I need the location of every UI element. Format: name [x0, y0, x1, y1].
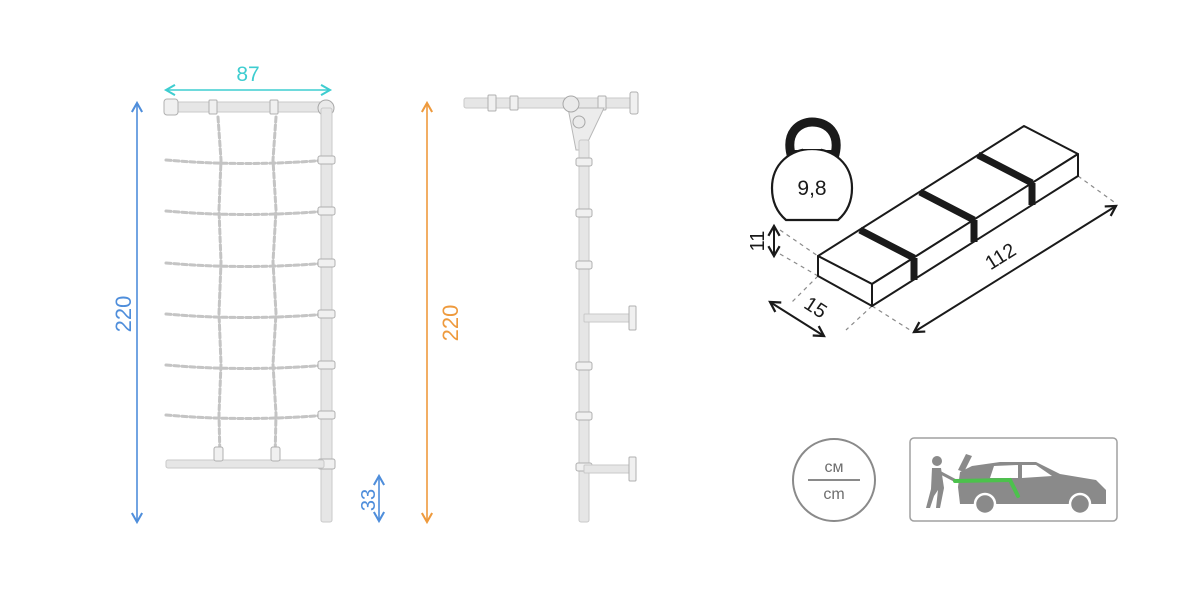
- units-top-label: см: [825, 459, 844, 476]
- rope-rung: [164, 261, 329, 268]
- post-clamp: [317, 155, 336, 165]
- rope-rung: [164, 312, 329, 319]
- side-wall-bracket: [583, 313, 635, 323]
- side-beam-clamp: [509, 95, 519, 111]
- rope-rung: [164, 363, 329, 370]
- top-bar-clamp: [163, 98, 179, 116]
- box-length-dimension-line: [912, 204, 1118, 334]
- side-beam-clamp: [487, 94, 497, 112]
- box-width-label: 15: [800, 293, 831, 324]
- side-wall-bracket: [583, 464, 635, 474]
- person-body: [926, 468, 944, 508]
- rope-vertical: [271, 115, 278, 462]
- width-dimension-label: 87: [236, 63, 259, 86]
- car-trunk-lid: [958, 454, 972, 472]
- units-bottom-label: cm: [823, 486, 844, 503]
- top-bar-clamp: [208, 99, 218, 115]
- rope-rung: [164, 413, 329, 420]
- side-joint: [572, 115, 586, 129]
- side-post-clamp: [575, 411, 593, 421]
- side-post: [578, 139, 590, 523]
- side-height-dimension-label: 220: [438, 305, 463, 342]
- top-bar-clamp: [269, 99, 279, 115]
- car-package: [953, 478, 1012, 483]
- post-clamp: [317, 360, 336, 370]
- person-head: [932, 456, 942, 466]
- side-joint: [562, 95, 580, 113]
- units-cm-icon: см cm: [792, 438, 876, 522]
- side-view: 220: [420, 91, 639, 525]
- top-bar: [165, 101, 333, 113]
- kettlebell-icon: [770, 117, 854, 222]
- box-height-label: 11: [747, 231, 769, 252]
- post-clamp: [317, 258, 336, 268]
- front-view: 87 220 33: [111, 63, 386, 525]
- rope-rung: [164, 158, 329, 165]
- person-arm: [937, 470, 958, 483]
- car-wheel: [1068, 492, 1092, 516]
- side-beam-end: [629, 91, 639, 115]
- height-dimension-label: 220: [111, 296, 136, 333]
- package-info: 9,8 11 15 1: [747, 117, 1118, 338]
- post-clamp: [317, 309, 336, 319]
- car-wheel: [973, 492, 997, 516]
- bottom-knot: [213, 446, 224, 462]
- car-window: [1022, 465, 1052, 478]
- side-wall-plate: [628, 456, 637, 482]
- post-clamp: [317, 410, 336, 420]
- side-post-clamp: [575, 208, 593, 218]
- bottom-bar: [165, 459, 325, 469]
- rope-vertical: [216, 115, 223, 462]
- post-clamp: [317, 206, 336, 216]
- bottom-knot: [270, 446, 281, 462]
- car-package: [1008, 478, 1020, 498]
- side-wall-plate: [628, 305, 637, 331]
- rope-rung: [164, 209, 329, 216]
- side-post-clamp: [575, 157, 593, 167]
- car-loading-icon: [909, 437, 1118, 522]
- car-window: [990, 465, 1018, 478]
- side-post-clamp: [575, 260, 593, 270]
- box-width-dimension-line: [768, 300, 826, 338]
- offset-dimension-label: 33: [358, 489, 380, 511]
- weight-label: 9,8: [797, 177, 826, 200]
- side-post-clamp: [575, 361, 593, 371]
